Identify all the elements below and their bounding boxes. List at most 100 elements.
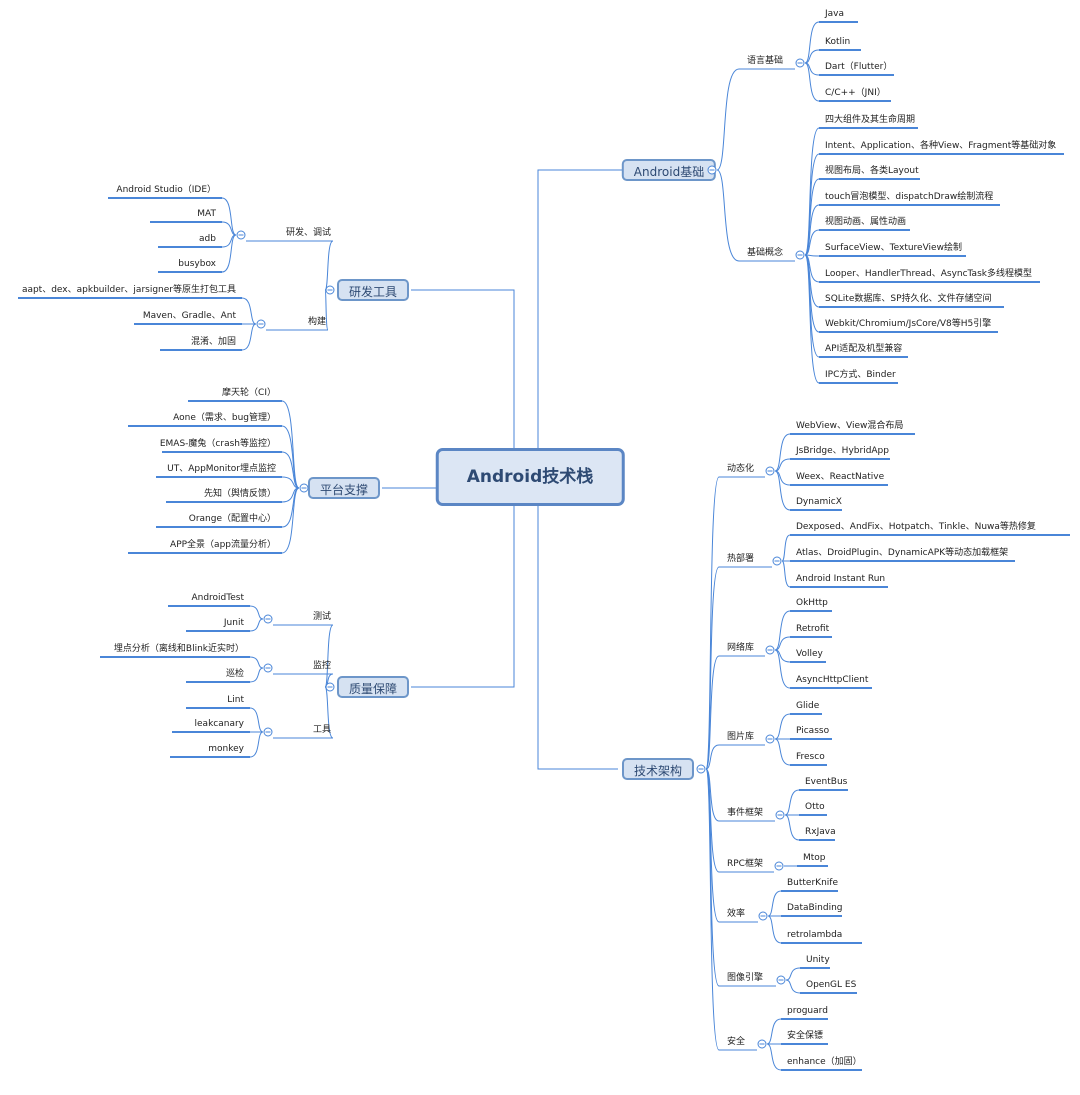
subtopic-label[interactable]: 网络库 [727,643,755,653]
leaf-topic[interactable]: API适配及机型兼容 [825,344,903,354]
collapse-toggle-icon[interactable] [775,810,785,820]
leaf-topic[interactable]: Volley [796,649,823,659]
subtopic-label[interactable]: 基础概念 [747,248,784,258]
subtopic-label[interactable]: 效率 [727,909,746,919]
leaf-topic[interactable]: Mtop [803,853,826,863]
collapse-toggle-icon[interactable] [707,165,717,175]
leaf-topic[interactable]: 先知（舆情反馈） [203,489,276,499]
leaf-topic[interactable]: DataBinding [787,903,843,913]
subtopic-label[interactable]: 构建 [307,317,326,327]
subtopic-label[interactable]: 热部署 [727,554,755,564]
leaf-topic[interactable]: EventBus [805,777,848,787]
leaf-topic[interactable]: Kotlin [825,37,851,47]
collapse-toggle-icon[interactable] [325,682,335,692]
subtopic-label[interactable]: 研发、调试 [285,228,331,238]
central-topic[interactable]: Android技术栈 [435,448,625,506]
leaf-topic[interactable]: AsyncHttpClient [796,675,869,685]
leaf-topic[interactable]: MAT [197,209,216,219]
leaf-topic[interactable]: Aone（需求、bug管理） [173,413,276,423]
branch-node-tech-arch[interactable]: 技术架构 [621,758,695,780]
leaf-topic[interactable]: monkey [208,744,244,754]
leaf-topic[interactable]: RxJava [805,827,836,837]
collapse-toggle-icon[interactable] [774,861,784,871]
leaf-topic[interactable]: 四大组件及其生命周期 [825,115,916,125]
subtopic-label[interactable]: 测试 [312,612,331,622]
collapse-toggle-icon[interactable] [758,911,768,921]
leaf-topic[interactable]: OkHttp [796,598,828,608]
branch-node-platform[interactable]: 平台支撑 [307,477,381,499]
leaf-topic[interactable]: Junit [223,618,244,628]
collapse-toggle-icon[interactable] [757,1039,767,1049]
collapse-toggle-icon[interactable] [299,483,309,493]
leaf-topic[interactable]: Retrofit [796,624,830,634]
collapse-toggle-icon[interactable] [263,614,273,624]
collapse-toggle-icon[interactable] [765,734,775,744]
branch-node-dev-tools[interactable]: 研发工具 [336,279,410,301]
leaf-topic[interactable]: Orange（配置中心） [188,514,276,524]
leaf-topic[interactable]: EMAS-魔兔（crash等监控） [159,439,276,449]
leaf-topic[interactable]: 混淆、加固 [190,337,236,347]
leaf-topic[interactable]: Dart（Flutter） [825,62,893,72]
subtopic-label[interactable]: 语言基础 [747,56,784,66]
collapse-toggle-icon[interactable] [795,58,805,68]
leaf-topic[interactable]: Intent、Application、各种View、Fragment等基础对象 [825,141,1057,151]
leaf-topic[interactable]: DynamicX [796,497,842,507]
leaf-topic[interactable]: Atlas、DroidPlugin、DynamicAPK等动态加载框架 [796,548,1009,558]
leaf-topic[interactable]: Looper、HandlerThread、AsyncTask多线程模型 [825,269,1032,279]
collapse-toggle-icon[interactable] [696,764,706,774]
collapse-toggle-icon[interactable] [772,556,782,566]
leaf-topic[interactable]: 埋点分析（离线和Blink近实时） [113,644,244,654]
subtopic-label[interactable]: 事件框架 [727,808,764,818]
collapse-toggle-icon[interactable] [256,319,266,329]
subtopic-label[interactable]: 动态化 [727,464,755,474]
leaf-topic[interactable]: Weex、ReactNative [796,472,885,482]
leaf-topic[interactable]: leakcanary [194,719,244,729]
collapse-toggle-icon[interactable] [776,975,786,985]
leaf-topic[interactable]: 视图动画、属性动画 [825,217,907,227]
leaf-topic[interactable]: APP全景（app流量分析） [170,540,276,550]
leaf-topic[interactable]: Dexposed、AndFix、Hotpatch、Tinkle、Nuwa等热修复 [796,522,1036,532]
subtopic-label[interactable]: 图片库 [727,732,755,742]
leaf-topic[interactable]: Lint [227,695,244,705]
leaf-topic[interactable]: 安全保镖 [787,1031,824,1041]
subtopic-label[interactable]: 监控 [312,661,331,671]
collapse-toggle-icon[interactable] [263,727,273,737]
collapse-toggle-icon[interactable] [765,466,775,476]
leaf-topic[interactable]: Glide [796,701,820,711]
leaf-topic[interactable]: ButterKnife [787,878,838,888]
leaf-topic[interactable]: UT、AppMonitor埋点监控 [167,464,276,474]
branch-node-quality[interactable]: 质量保障 [336,676,410,698]
leaf-topic[interactable]: Picasso [796,726,830,736]
leaf-topic[interactable]: enhance（加固） [787,1057,862,1067]
leaf-topic[interactable]: C/C++（JNI） [825,88,886,98]
leaf-topic[interactable]: retrolambda [787,930,843,940]
leaf-topic[interactable]: IPC方式、Binder [825,370,896,380]
leaf-topic[interactable]: Maven、Gradle、Ant [142,311,236,321]
branch-node-android-basics[interactable]: Android基础 [621,159,717,181]
leaf-topic[interactable]: Otto [805,802,825,812]
leaf-topic[interactable]: SurfaceView、TextureView绘制 [825,243,962,253]
collapse-toggle-icon[interactable] [236,230,246,240]
collapse-toggle-icon[interactable] [325,285,335,295]
leaf-topic[interactable]: 摩天轮（CI） [222,388,276,398]
leaf-topic[interactable]: Java [825,9,845,19]
leaf-topic[interactable]: WebView、View混合布局 [796,421,904,431]
leaf-topic[interactable]: proguard [787,1006,828,1016]
leaf-topic[interactable]: touch冒泡模型、dispatchDraw绘制流程 [825,192,994,202]
subtopic-label[interactable]: RPC框架 [727,859,763,869]
leaf-topic[interactable]: Unity [806,955,830,965]
leaf-topic[interactable]: adb [199,234,216,244]
subtopic-label[interactable]: 工具 [312,725,331,735]
leaf-topic[interactable]: AndroidTest [191,593,244,603]
leaf-topic[interactable]: Android Studio（IDE） [116,185,216,195]
collapse-toggle-icon[interactable] [765,645,775,655]
subtopic-label[interactable]: 安全 [727,1037,746,1047]
leaf-topic[interactable]: Webkit/Chromium/JsCore/V8等H5引擎 [825,319,992,329]
leaf-topic[interactable]: JsBridge、HybridApp [796,446,889,456]
leaf-topic[interactable]: busybox [178,259,216,269]
leaf-topic[interactable]: 巡检 [225,669,244,679]
subtopic-label[interactable]: 图像引擎 [727,973,764,983]
leaf-topic[interactable]: 视图布局、各类Layout [825,166,919,176]
collapse-toggle-icon[interactable] [263,663,273,673]
leaf-topic[interactable]: Fresco [796,752,825,762]
